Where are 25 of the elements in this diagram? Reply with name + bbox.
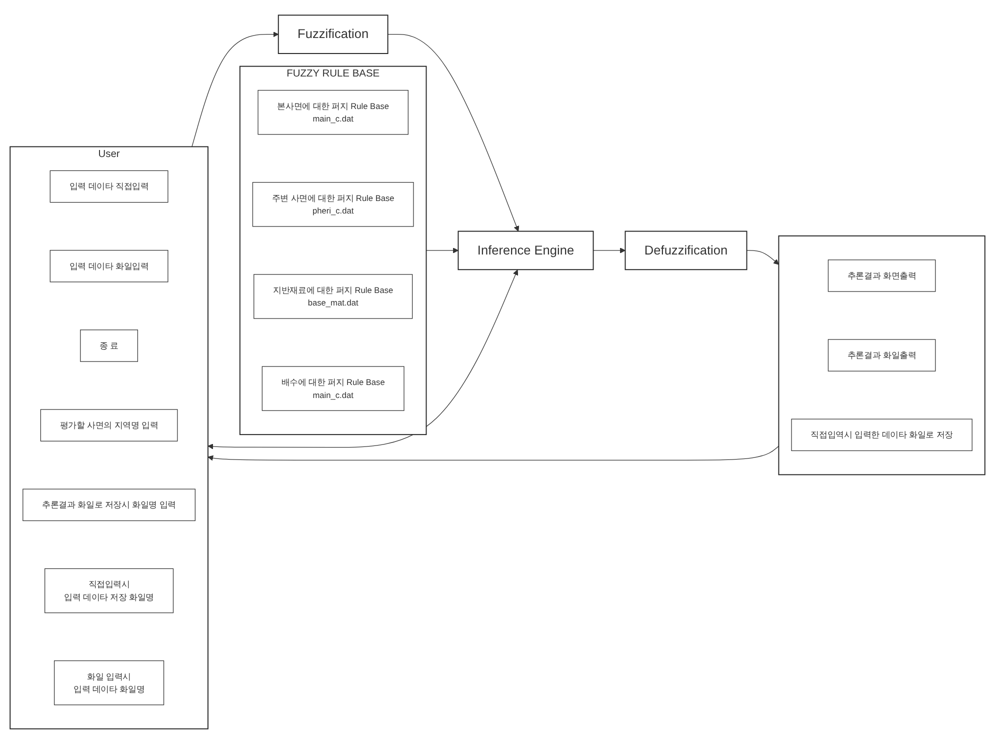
node-box: 입력 데이타 화일입력 xyxy=(50,250,168,282)
node-box: 배수에 대한 퍼지 Rule Base main_c.dat xyxy=(262,366,404,411)
node-box: 종 료 xyxy=(80,330,138,362)
node-box: 평가할 사면의 지역명 입력 xyxy=(40,409,178,442)
arrow xyxy=(387,34,520,232)
arrow xyxy=(192,32,279,148)
arrow xyxy=(208,446,780,461)
node-box: 추론결과 화면출력 xyxy=(828,260,936,292)
node-box: 직접입력시 입력 데이타 저장 화일명 xyxy=(44,568,174,614)
arrow xyxy=(746,250,779,265)
arrow xyxy=(208,270,518,450)
node-box: Inference Engine xyxy=(458,230,594,270)
node-box: 입력 데이타 직접입력 xyxy=(50,170,168,203)
node-box: Defuzzification xyxy=(624,230,748,270)
cluster xyxy=(778,235,986,476)
node-box: Fuzzification xyxy=(278,14,388,54)
arrow xyxy=(592,248,626,254)
node-box: 주변 사면에 대한 퍼지 Rule Base pheri_c.dat xyxy=(252,182,414,227)
node-box: 추론결과 화일출력 xyxy=(828,339,936,372)
node-box: 추론결과 화일로 저장시 화일명 입력 xyxy=(22,488,196,522)
node-box: 지반재료에 대한 퍼지 Rule Base base_mat.dat xyxy=(254,274,413,319)
node-box: 화일 입력시 입력 데이타 화일명 xyxy=(54,660,164,706)
node-box: 직접입역시 입력한 데이타 화일로 저장 xyxy=(791,418,972,452)
node-box: 본사면에 대한 퍼지 Rule Base main_c.dat xyxy=(258,90,408,135)
arrow xyxy=(426,248,458,254)
